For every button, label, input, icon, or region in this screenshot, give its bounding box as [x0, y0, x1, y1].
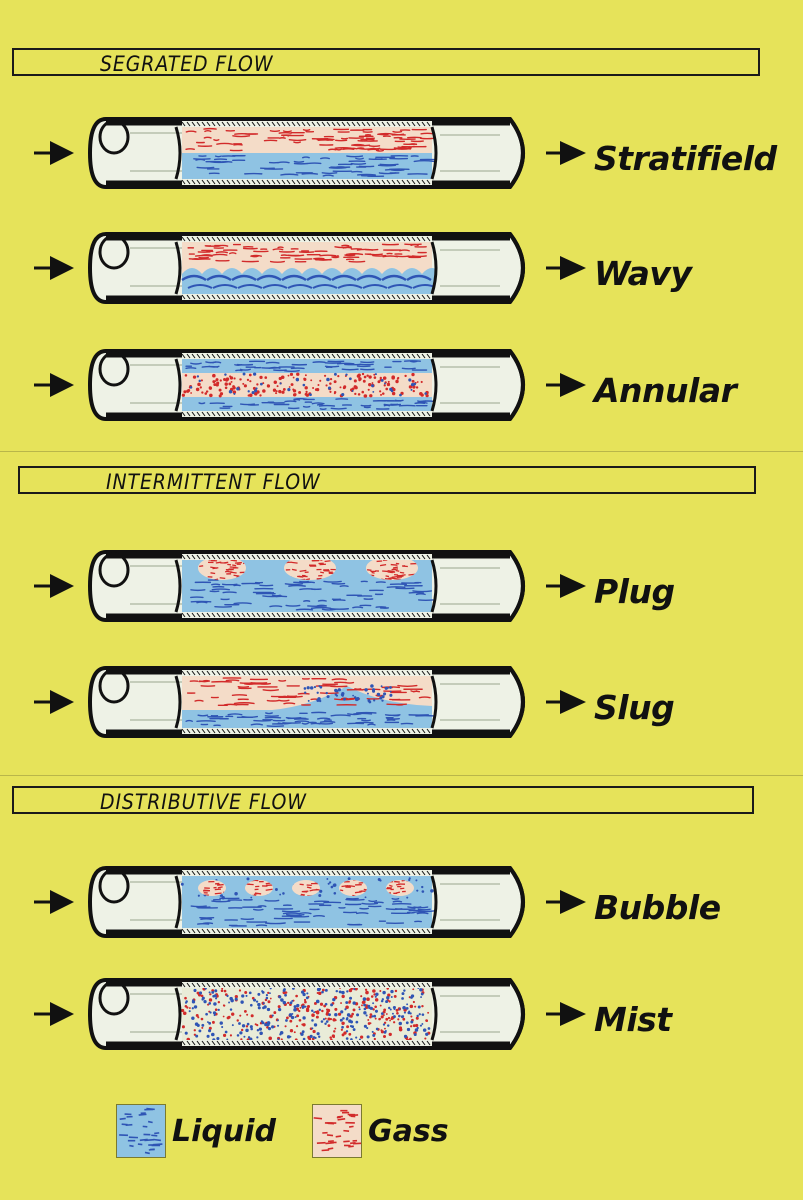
flow-direction-arrow-icon — [34, 574, 74, 598]
flow-direction-arrow-icon — [34, 690, 74, 714]
flow-label-stratified: Stratifield — [594, 139, 777, 178]
flow-row-slug: Slug — [0, 662, 803, 752]
flow-direction-arrow-icon — [34, 141, 74, 165]
pipe-diagram-annular — [34, 349, 586, 421]
flow-row-annular: Annular — [0, 345, 803, 435]
flow-label-mist: Mist — [594, 1000, 672, 1039]
section-header-distributive: DISTRIBUTIVE FLOW — [12, 786, 754, 814]
pipe-diagram-plug — [34, 550, 586, 622]
flow-pattern-slug — [182, 676, 436, 728]
section-divider — [0, 451, 803, 452]
section-header-intermittent: INTERMITTENT FLOW — [18, 466, 756, 494]
gas-swatch — [312, 1104, 362, 1158]
section-title: DISTRIBUTIVE FLOW — [100, 790, 307, 814]
flow-row-wavy: Wavy — [0, 228, 803, 318]
pipe-diagram-slug — [34, 666, 586, 738]
outlet-arrow-icon — [546, 373, 586, 397]
flow-row-bubble: Bubble — [0, 862, 803, 952]
liquid-swatch — [116, 1104, 166, 1158]
pipe-diagram-bubble — [34, 866, 586, 938]
outlet-arrow-icon — [546, 141, 586, 165]
section-title: SEGRATED FLOW — [100, 52, 274, 76]
outlet-arrow-icon — [546, 256, 586, 280]
flow-row-plug: Plug — [0, 546, 803, 636]
legend-label: Liquid — [172, 1114, 276, 1149]
pipe-diagram-mist — [34, 978, 586, 1050]
flow-direction-arrow-icon — [34, 890, 74, 914]
pipe-diagram-stratified — [34, 117, 586, 189]
flow-direction-arrow-icon — [34, 1002, 74, 1026]
section-title: INTERMITTENT FLOW — [106, 470, 321, 494]
outlet-arrow-icon — [546, 890, 586, 914]
outlet-arrow-icon — [546, 1002, 586, 1026]
flow-pattern-stratified — [182, 127, 436, 179]
flow-direction-arrow-icon — [34, 373, 74, 397]
outlet-arrow-icon — [546, 574, 586, 598]
pipe-diagram-wavy — [34, 232, 586, 304]
flow-label-plug: Plug — [594, 572, 675, 611]
flow-pattern-wavy — [181, 242, 436, 294]
flow-row-mist: Mist — [0, 974, 803, 1064]
flow-row-stratified: Stratifield — [0, 113, 803, 203]
flow-direction-arrow-icon — [34, 256, 74, 280]
flow-label-annular: Annular — [594, 371, 737, 410]
section-divider — [0, 775, 803, 776]
flow-pattern-bubble — [180, 876, 436, 928]
legend-label: Gass — [368, 1114, 449, 1149]
flow-pattern-plug — [182, 560, 434, 612]
flow-pattern-annular — [181, 359, 436, 411]
flow-pattern-mist — [180, 988, 432, 1040]
flow-label-slug: Slug — [594, 688, 675, 727]
outlet-arrow-icon — [546, 690, 586, 714]
flow-label-bubble: Bubble — [594, 888, 721, 927]
section-header-segregated: SEGRATED FLOW — [12, 48, 760, 76]
flow-label-wavy: Wavy — [594, 254, 692, 293]
